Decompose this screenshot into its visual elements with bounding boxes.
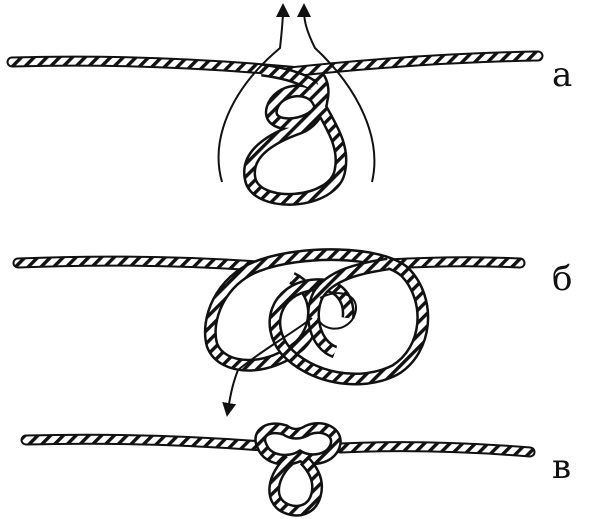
- step-b-rope-right: [388, 262, 520, 264]
- step-a-figure: [12, 10, 538, 199]
- step-label-c: в: [552, 450, 571, 484]
- step-b-figure: [18, 255, 520, 410]
- step-b-rope-left: [18, 261, 258, 266]
- step-c-knot-head: [260, 428, 336, 460]
- step-label-b: б: [552, 262, 572, 296]
- step-label-a: а: [552, 58, 572, 92]
- step-a-figure-eight: [250, 70, 341, 199]
- step-b-left-loop: [210, 266, 313, 365]
- step-c-lower-loop: [274, 460, 317, 511]
- step-a-rope-right: [290, 56, 538, 72]
- step-c-rope-right: [340, 447, 530, 452]
- step-c-rope-left: [26, 439, 262, 446]
- step-c-figure: [26, 428, 530, 511]
